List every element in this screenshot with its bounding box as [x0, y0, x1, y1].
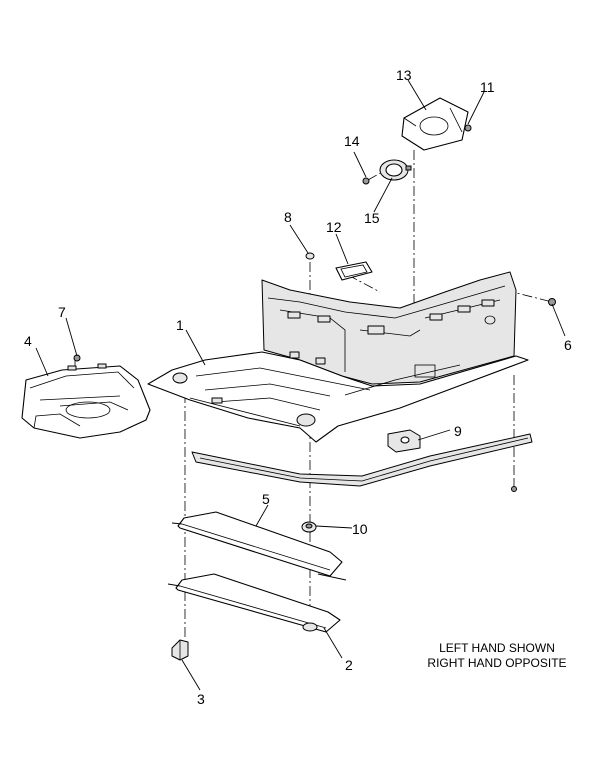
- floor-panel-upper: [171, 511, 347, 581]
- callout-3: 3: [197, 691, 205, 707]
- callout-2: 2: [345, 657, 353, 673]
- callout-8: 8: [284, 209, 292, 225]
- callout-5: 5: [262, 491, 270, 507]
- clip-8: [305, 252, 315, 260]
- callout-11: 11: [480, 79, 495, 95]
- callout-15: 15: [364, 210, 380, 226]
- callout-7: 7: [58, 304, 66, 320]
- sill-plate: [191, 433, 533, 492]
- callout-labels: 1 2 3 4 5 6 7 8 9 10 11 12 13 14 15: [24, 67, 572, 707]
- callout-12: 12: [326, 219, 342, 235]
- callout-13: 13: [396, 67, 412, 83]
- leader-lines: [35, 79, 566, 691]
- callout-6: 6: [564, 337, 572, 353]
- orientation-note: LEFT HAND SHOWN RIGHT HAND OPPOSITE: [427, 641, 566, 670]
- screw-14: [362, 177, 370, 185]
- callout-10: 10: [352, 521, 368, 537]
- note-line-2: RIGHT HAND OPPOSITE: [427, 656, 566, 670]
- callout-14: 14: [344, 133, 360, 149]
- fastener-3: [171, 639, 189, 661]
- screw-11: [464, 124, 472, 132]
- callout-1: 1: [176, 317, 184, 333]
- callout-4: 4: [24, 333, 32, 349]
- floor-panel-lower: [167, 573, 341, 633]
- seal-12: [335, 261, 373, 281]
- callout-9: 9: [454, 423, 462, 439]
- speaker: [379, 159, 412, 181]
- note-line-1: LEFT HAND SHOWN: [439, 641, 555, 655]
- speaker-bracket: [401, 97, 469, 151]
- storage-bin: [21, 363, 151, 439]
- rear-trim-panel: [147, 271, 529, 443]
- bracket-9: [387, 429, 421, 453]
- nut-6: [548, 298, 556, 306]
- clip-10: [301, 521, 317, 533]
